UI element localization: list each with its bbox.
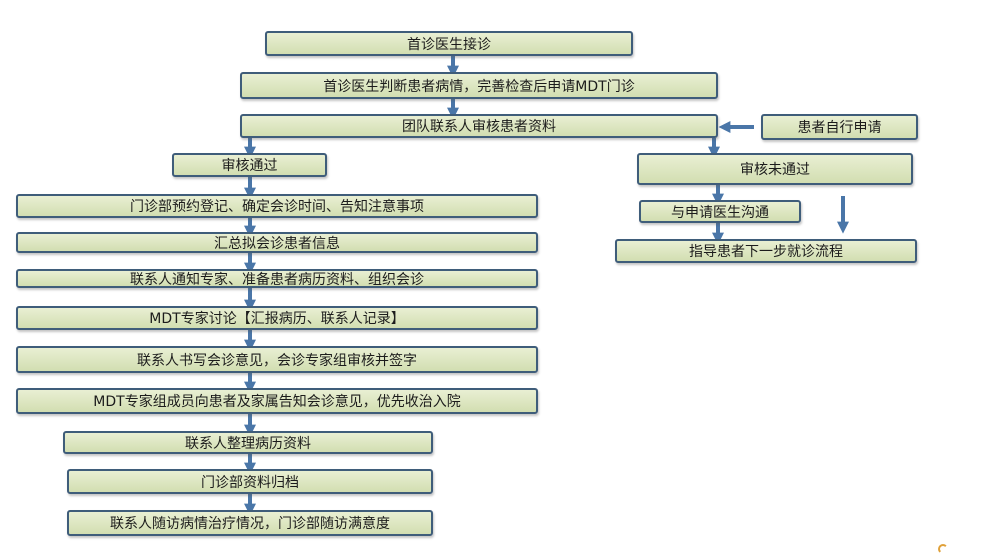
- step-compile-info: 汇总拟会诊患者信息: [16, 232, 538, 253]
- step-label: 团队联系人审核患者资料: [402, 119, 556, 135]
- step-guide-next: 指导患者下一步就诊流程: [615, 239, 917, 263]
- step-label: 审核未通过: [740, 162, 810, 178]
- step-first-visit: 首诊医生接诊: [265, 31, 633, 56]
- corner-decoration: [938, 544, 948, 554]
- step-rejected: 审核未通过: [637, 153, 913, 185]
- step-inform-family: MDT专家组成员向患者及家属告知会诊意见，优先收治入院: [16, 388, 538, 414]
- step-label: 联系人整理病历资料: [185, 435, 311, 452]
- step-write-opinion: 联系人书写会诊意见，会诊专家组审核并签字: [16, 346, 538, 373]
- step-label: MDT专家讨论【汇报病历、联系人记录】: [149, 311, 405, 327]
- step-label: 汇总拟会诊患者信息: [214, 235, 340, 252]
- step-label: 首诊医生判断患者病情，完善检查后申请MDT门诊: [323, 78, 635, 95]
- step-self-apply: 患者自行申请: [761, 114, 918, 140]
- step-approved: 审核通过: [172, 153, 327, 177]
- step-label: 门诊部资料归档: [201, 474, 299, 491]
- step-label: 患者自行申请: [797, 120, 882, 136]
- step-organize-records: 联系人整理病历资料: [63, 431, 433, 454]
- step-label: MDT专家组成员向患者及家属告知会诊意见，优先收治入院: [93, 394, 461, 410]
- step-communicate-doctor: 与申请医生沟通: [639, 200, 801, 223]
- step-label: 门诊部预约登记、确定会诊时间、告知注意事项: [130, 199, 424, 215]
- step-notify-experts: 联系人通知专家、准备患者病历资料、组织会诊: [16, 269, 538, 288]
- step-label: 与申请医生沟通: [671, 204, 769, 221]
- step-review-materials: 团队联系人审核患者资料: [240, 114, 718, 138]
- step-label: 指导患者下一步就诊流程: [689, 244, 843, 260]
- step-archive: 门诊部资料归档: [67, 469, 433, 494]
- step-label: 联系人通知专家、准备患者病历资料、组织会诊: [130, 271, 424, 288]
- step-assess-and-apply: 首诊医生判断患者病情，完善检查后申请MDT门诊: [240, 72, 718, 99]
- step-label: 审核通过: [221, 158, 278, 174]
- step-book-register: 门诊部预约登记、确定会诊时间、告知注意事项: [16, 194, 538, 218]
- step-follow-up: 联系人随访病情治疗情况，门诊部随访满意度: [67, 510, 433, 536]
- step-label: 联系人随访病情治疗情况，门诊部随访满意度: [110, 516, 390, 532]
- step-label: 联系人书写会诊意见，会诊专家组审核并签字: [137, 352, 417, 369]
- step-label: 首诊医生接诊: [407, 36, 491, 53]
- step-mdt-discussion: MDT专家讨论【汇报病历、联系人记录】: [16, 306, 538, 330]
